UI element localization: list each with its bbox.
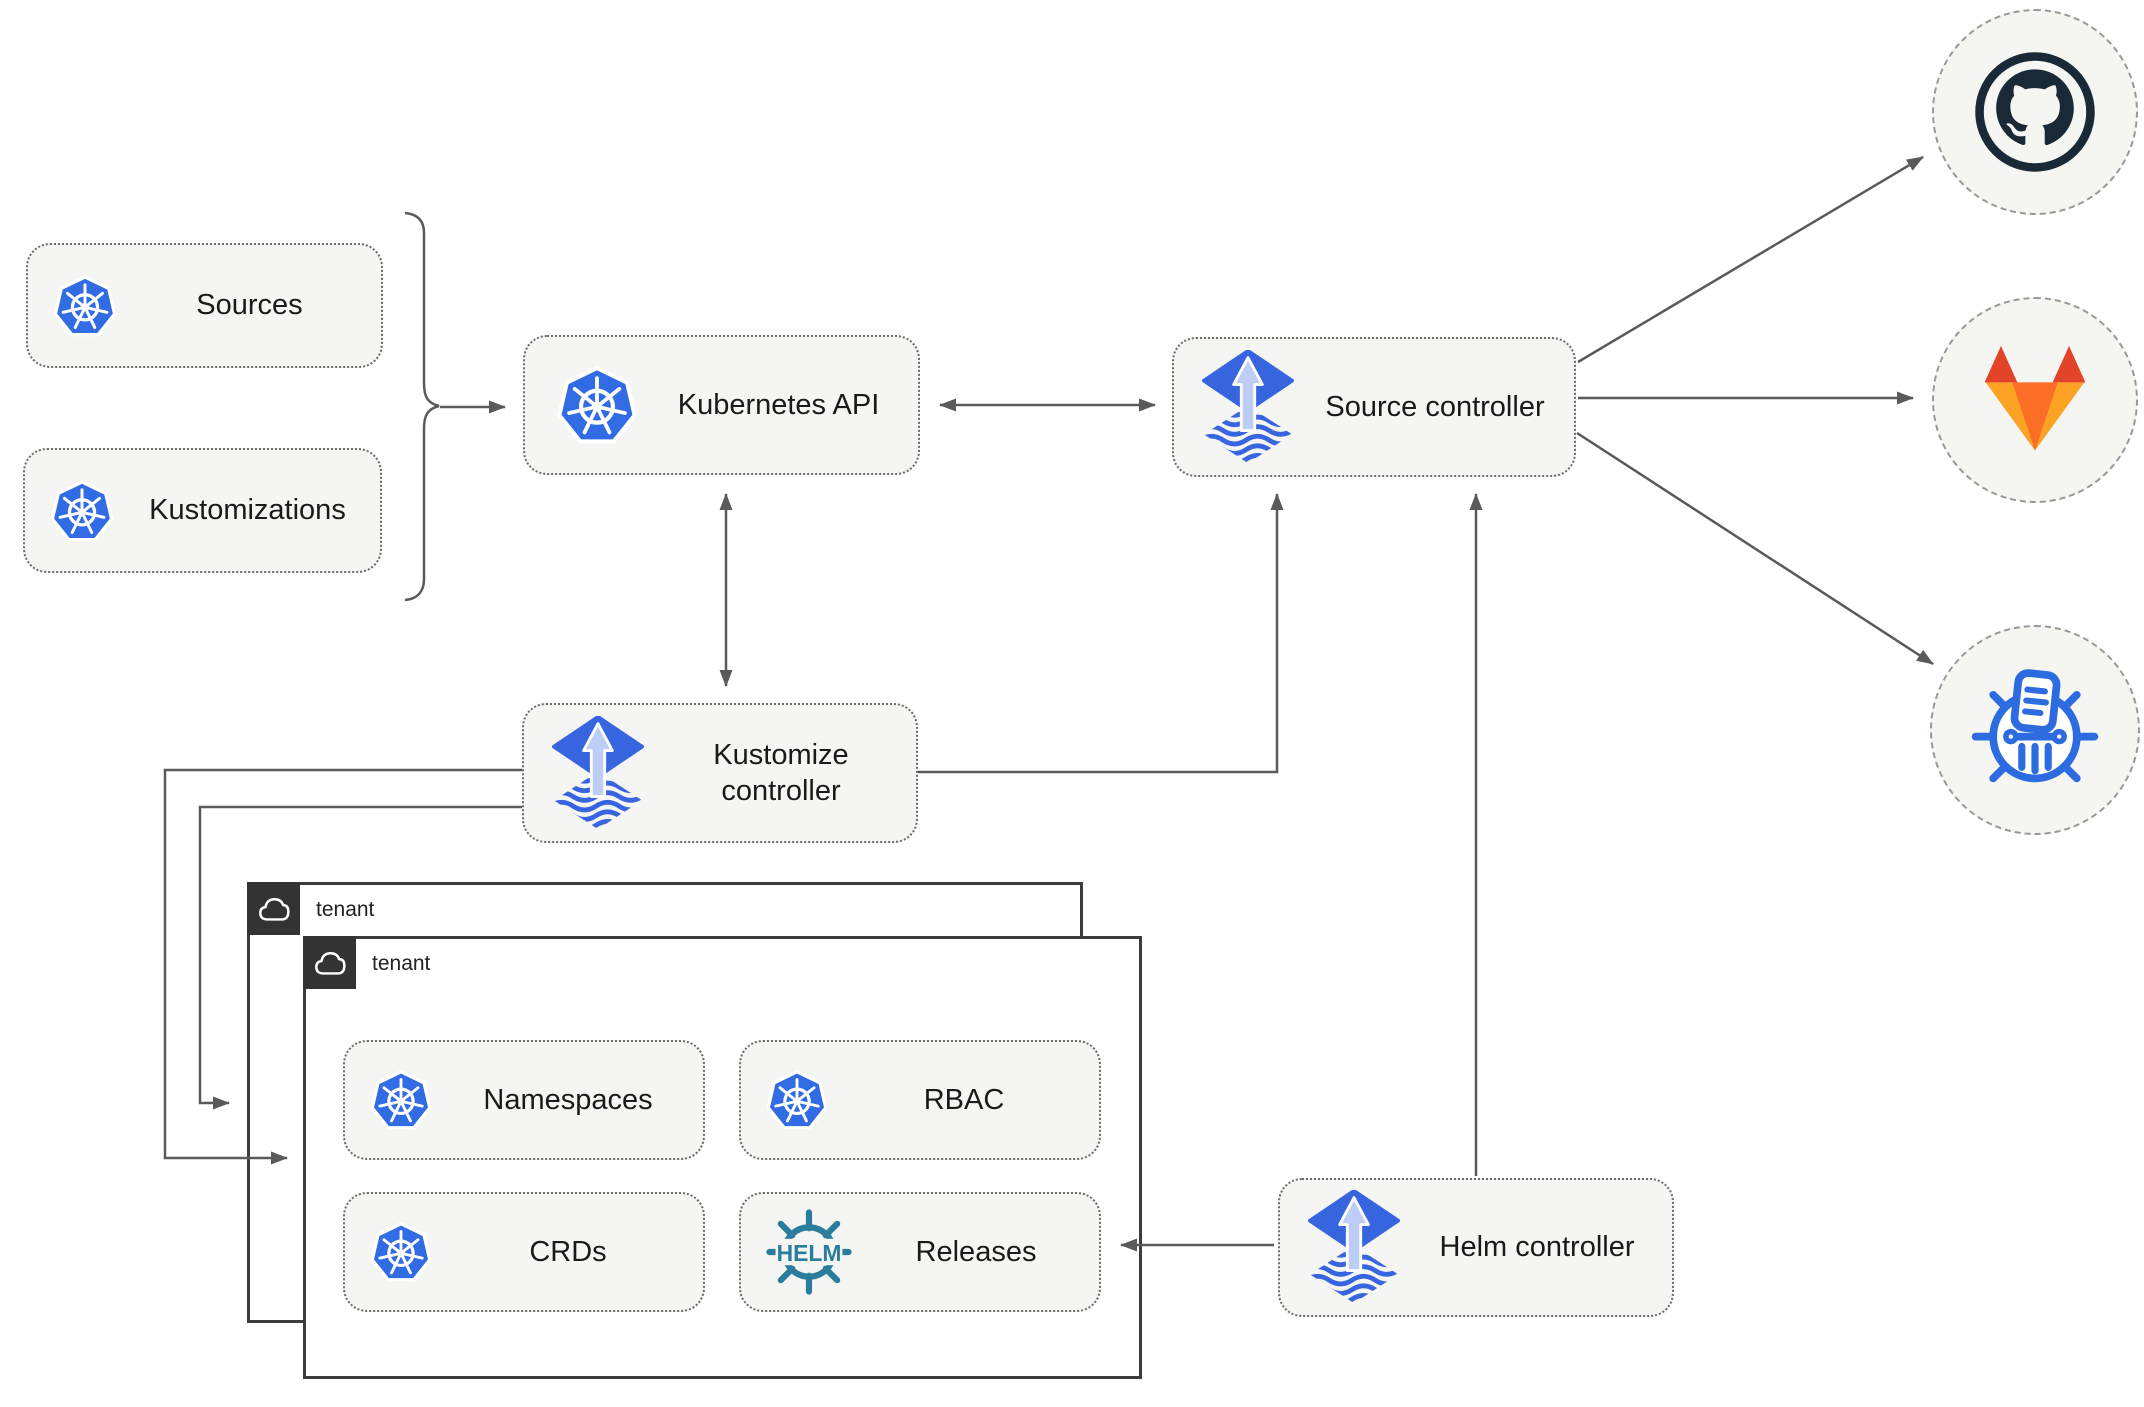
cloud-icon [314,951,346,975]
source-controller-label: Source controller [1325,390,1545,423]
helm-repository-icon [1971,669,2099,783]
rbac-node: RBAC [739,1040,1101,1160]
tenant-outer-label: tenant [316,898,375,921]
kubernetes-icon [766,1070,828,1130]
github-circle [1932,9,2138,215]
helm-badge-text: HELM [777,1240,842,1266]
kustomizations-label: Kustomizations [149,494,346,527]
edge-source-to-registry [1576,431,1934,666]
cloud-icon [258,897,290,921]
kubernetes-api-label: Kubernetes API [677,388,880,421]
flux-icon [1202,349,1294,463]
registry-circle [1930,625,2140,835]
gitlab-circle [1932,297,2138,503]
tenant-outer-tag [247,882,300,935]
namespaces-label: Namespaces [483,1083,653,1116]
sources-label: Sources [196,289,303,322]
kubernetes-icon [370,1222,432,1282]
namespaces-node: Namespaces [343,1040,705,1160]
edge-source-to-github [1577,155,1924,364]
releases-node: HELM Releases [739,1192,1101,1312]
kubernetes-icon [557,365,637,444]
releases-label: Releases [915,1235,1037,1268]
rbac-label: RBAC [923,1083,1005,1116]
tenant-inner-tag [303,936,356,989]
edge-kustomize-to-source [918,493,1284,774]
gitlab-icon [1984,345,2086,451]
tenant-inner-label: tenant [372,952,431,975]
edge-brace [404,211,440,602]
helm-controller-label: Helm controller [1439,1231,1635,1264]
kustomize-controller-label: Kustomize controller [713,738,849,807]
kustomizations-node: Kustomizations [23,448,382,573]
crds-node: CRDs [343,1192,705,1312]
kubernetes-icon [53,274,117,336]
source-controller-node: Source controller [1172,337,1576,477]
github-icon [1975,52,2095,172]
kustomize-controller-node: Kustomize controller [522,703,918,843]
kubernetes-icon [50,479,114,541]
kubernetes-api-node: Kubernetes API [523,335,920,475]
sources-node: Sources [26,243,383,368]
helm-icon: HELM [766,1209,852,1295]
kubernetes-icon [370,1070,432,1130]
flux-icon [552,715,644,829]
flux-icon [1308,1190,1400,1304]
crds-label: CRDs [529,1235,607,1268]
helm-controller-node: Helm controller [1278,1178,1674,1317]
